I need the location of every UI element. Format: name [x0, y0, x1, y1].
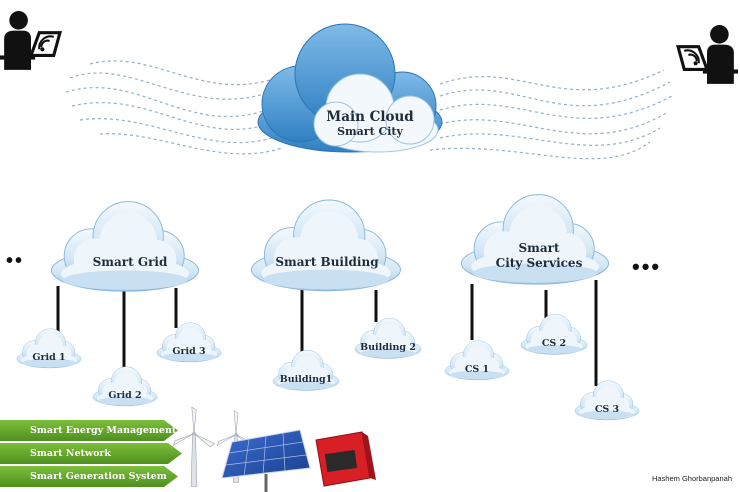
- ellipsis-left: ••: [6, 250, 25, 272]
- author-credit: Hashem Ghorbanpanah: [651, 474, 732, 483]
- smart-grid-cloud: [50, 201, 200, 292]
- user-laptop-icon: [0, 9, 62, 72]
- solar-panel-icon: [221, 429, 311, 492]
- grid-1-label: Grid 1: [32, 352, 66, 363]
- layer-smart-generation-system: Smart Generation System: [0, 466, 178, 487]
- smart-grid-label: Smart Grid: [92, 255, 168, 269]
- data-stream-right: [429, 69, 673, 160]
- inverter-icon: [315, 431, 376, 487]
- main-cloud: [257, 23, 443, 153]
- grid-3-label: Grid 3: [172, 346, 206, 357]
- smart-city-services-label-line2: City Services: [495, 256, 583, 270]
- building-2-label: Building 2: [360, 342, 416, 353]
- grid-2-label: Grid 2: [108, 390, 142, 401]
- layer-smart-energy-management: Smart Energy Management: [0, 420, 178, 441]
- cs-3-label: CS 3: [594, 404, 620, 415]
- layer-smart-network-management: Smart Network Management: [0, 443, 182, 464]
- ellipsis-right: •••: [632, 254, 662, 279]
- main-cloud-subtitle: Smart City: [337, 125, 403, 138]
- smart-building-cloud: [250, 199, 402, 292]
- smart-city-services-label: Smart: [518, 241, 560, 255]
- smart-building-label: Smart Building: [275, 255, 379, 269]
- building-1-label: Building1: [279, 374, 333, 385]
- main-cloud-title: Main Cloud: [326, 109, 414, 125]
- cs-1-label: CS 1: [464, 364, 490, 375]
- user-laptop-icon: [676, 23, 738, 86]
- cs-2-label: CS 2: [541, 338, 567, 349]
- wind-turbine-icon: [173, 406, 215, 487]
- data-stream-left: [65, 60, 283, 155]
